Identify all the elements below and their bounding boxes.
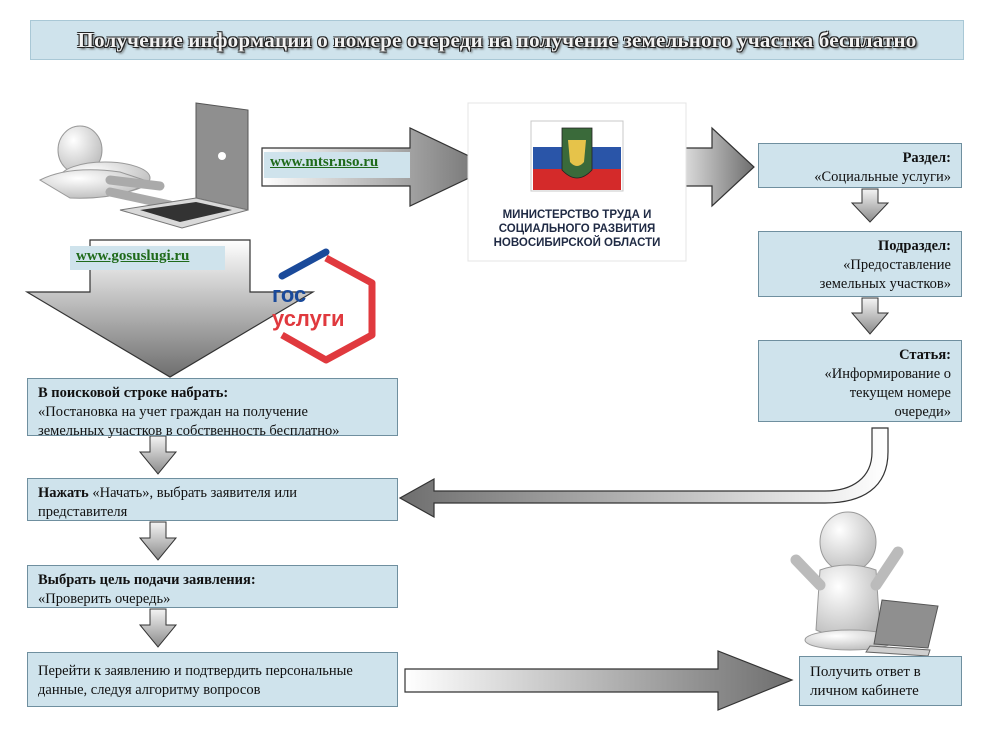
article-box: Статья: «Информирование о текущем номере… [758,340,962,422]
arrow-down-left-1 [138,435,178,475]
mtsr-link[interactable]: www.mtsr.nso.ru [264,152,410,178]
happy-person-icon [790,511,939,657]
section-box: Раздел: «Социальные услуги» [758,143,962,188]
search-step-box: В поисковой строке набрать: «Постановка … [27,378,398,439]
gosuslugi-logo-icon [280,254,376,364]
title-banner: Получение информации о номере очереди на… [30,20,964,60]
start-step-box: Нажать «Начать», выбрать заявителя или п… [27,478,398,521]
result-box: Получить ответ в личном кабинете [799,656,962,706]
person-laptop-icon [38,102,249,229]
gosuslugi-logo-text: гос услуги [272,282,345,331]
arrow-down-gosuslugi [24,239,316,378]
ministry-emblem-icon [530,120,624,192]
page-title: Получение информации о номере очереди на… [77,27,917,52]
subsection-box: Подраздел: «Предоставление земельных уча… [758,231,962,297]
gosuslugi-link[interactable]: www.gosuslugi.ru [70,246,225,270]
arrow-to-result [404,650,794,711]
arrow-down-right-2 [850,297,890,335]
goal-step-box: Выбрать цель подачи заявления: «Проверит… [27,565,398,608]
confirm-step-box: Перейти к заявлению и подтвердить персон… [27,652,398,707]
ministry-name: МИНИСТЕРСТВО ТРУДА И СОЦИАЛЬНОГО РАЗВИТИ… [493,209,661,249]
arrow-return-curve [398,427,889,519]
arrow-down-left-3 [138,608,178,648]
arrow-down-left-2 [138,521,178,561]
arrow-down-right-1 [850,188,890,223]
